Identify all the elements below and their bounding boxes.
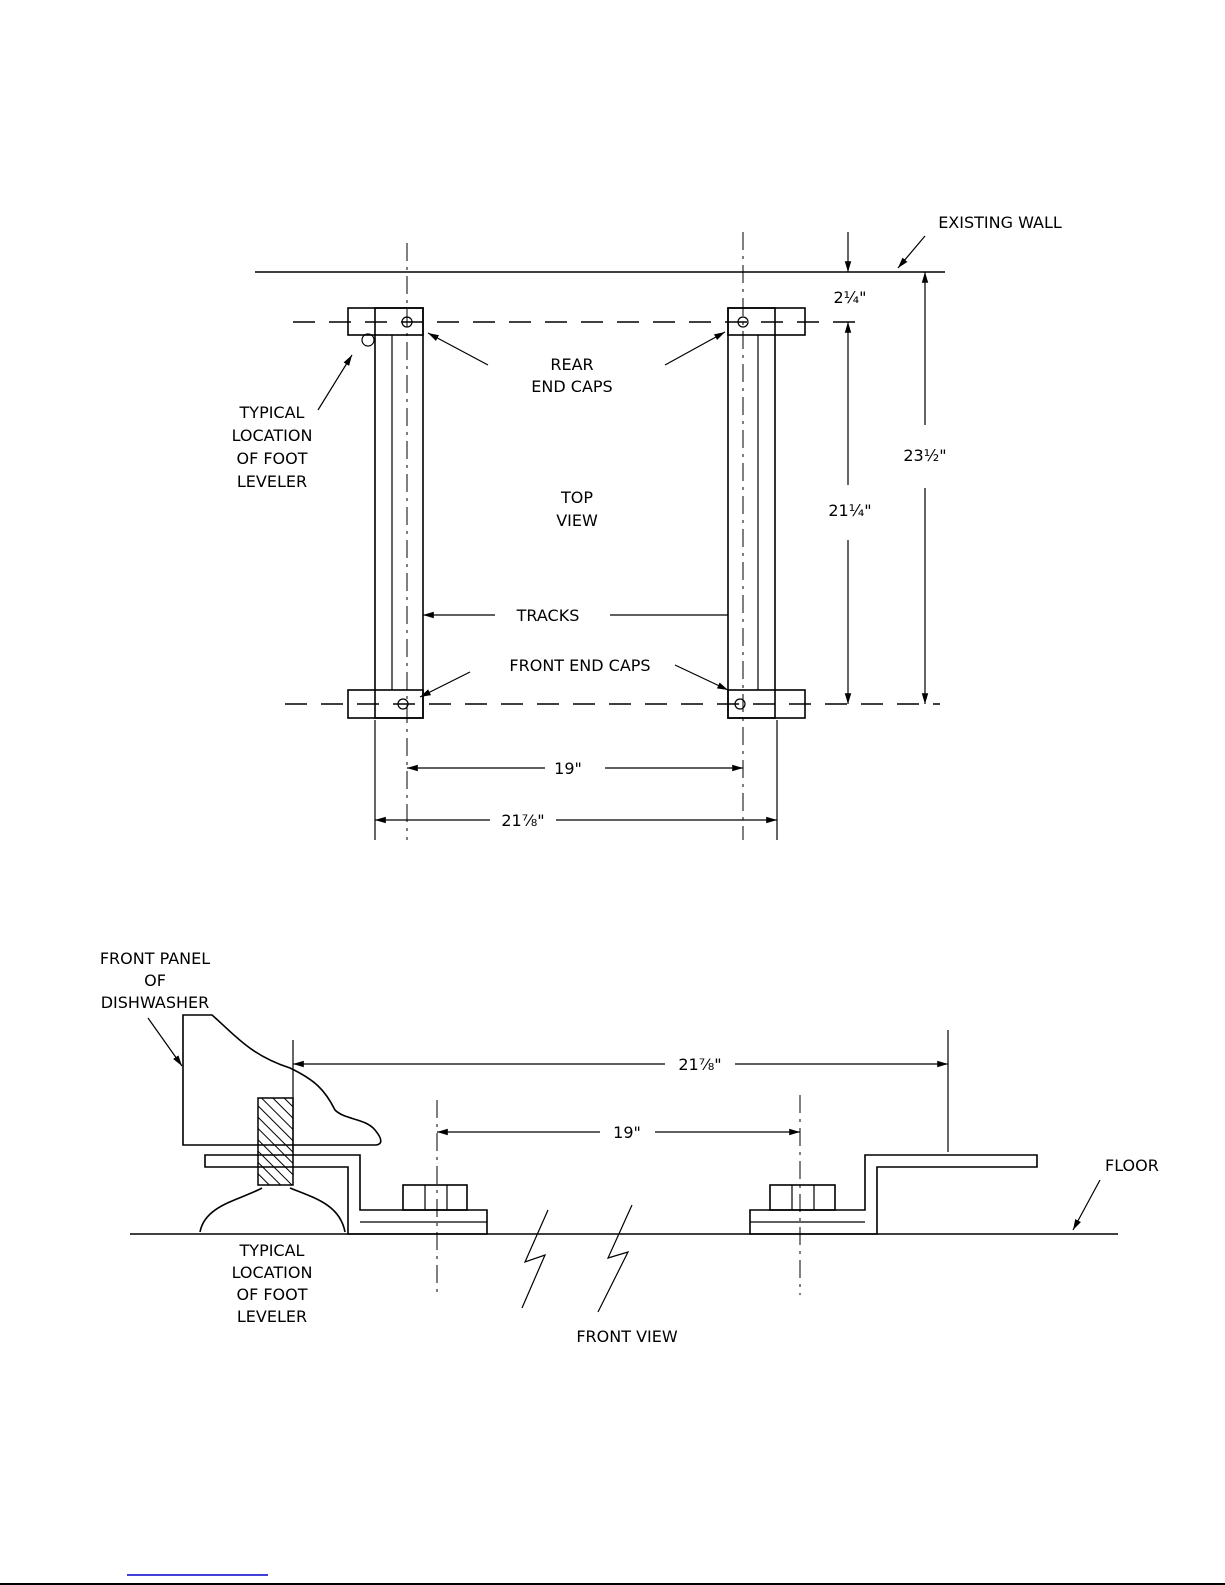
rear-end-cap-left: [347, 307, 424, 336]
foot-leveler-base: [199, 1187, 346, 1233]
left-bracket: [204, 1154, 488, 1235]
dim-23-1-2: 23½": [903, 446, 946, 465]
front-end-cap-right: [727, 689, 806, 719]
front-panel-label: OF: [144, 971, 166, 990]
foot-leveler-icon: [361, 333, 375, 347]
foot-leveler-label: LEVELER: [237, 472, 307, 491]
foot-leveler-label: LOCATION: [232, 426, 313, 445]
foot-leveler-label-front: LEVELER: [237, 1307, 307, 1326]
break-line: [597, 1204, 633, 1313]
right-nut: [769, 1184, 836, 1211]
right-bracket: [749, 1154, 1038, 1235]
front-panel: [182, 1014, 382, 1146]
floor-label: FLOOR: [1105, 1156, 1159, 1175]
front-end-caps-label: FRONT END CAPS: [509, 656, 650, 675]
rear-end-cap-right: [727, 307, 806, 336]
front-panel-label: DISHWASHER: [101, 993, 210, 1012]
foot-leveler-label: OF FOOT: [236, 449, 307, 468]
right-track: [727, 307, 806, 719]
front-view-title: FRONT VIEW: [576, 1327, 678, 1346]
dim-2-1-4: 2¼": [833, 288, 866, 307]
rear-end-caps-label: END CAPS: [531, 377, 612, 396]
foot-leveler-label-front: OF FOOT: [236, 1285, 307, 1304]
top-view: 19" 21⅞" 2¼" 21¼" 23½" EXISTING WALL REA…: [232, 213, 1062, 840]
foot-leveler-label: TYPICAL: [239, 403, 305, 422]
tracks-label: TRACKS: [516, 606, 580, 625]
top-view-title: TOP: [560, 488, 593, 507]
dim-21-7-8-top: 21⅞": [501, 811, 544, 830]
dim-21-1-4: 21¼": [828, 501, 871, 520]
left-nut: [402, 1184, 468, 1211]
foot-leveler-label-front: LOCATION: [232, 1263, 313, 1282]
front-end-cap-left: [347, 689, 424, 719]
front-panel-label: FRONT PANEL: [100, 949, 210, 968]
front-view: 21⅞" 19" FRONT PANEL OF DISHWASHER TYPIC…: [100, 949, 1159, 1346]
break-line: [521, 1209, 549, 1309]
foot-leveler-screw: [257, 1097, 294, 1186]
left-track: [347, 307, 424, 719]
existing-wall-label: EXISTING WALL: [938, 213, 1062, 232]
dim-19-front: 19": [613, 1123, 641, 1142]
dim-21-7-8-front: 21⅞": [678, 1055, 721, 1074]
foot-leveler-label-front: TYPICAL: [239, 1241, 305, 1260]
top-view-title: VIEW: [556, 511, 598, 530]
rear-end-caps-label: REAR: [550, 355, 593, 374]
dim-19-top: 19": [554, 759, 582, 778]
